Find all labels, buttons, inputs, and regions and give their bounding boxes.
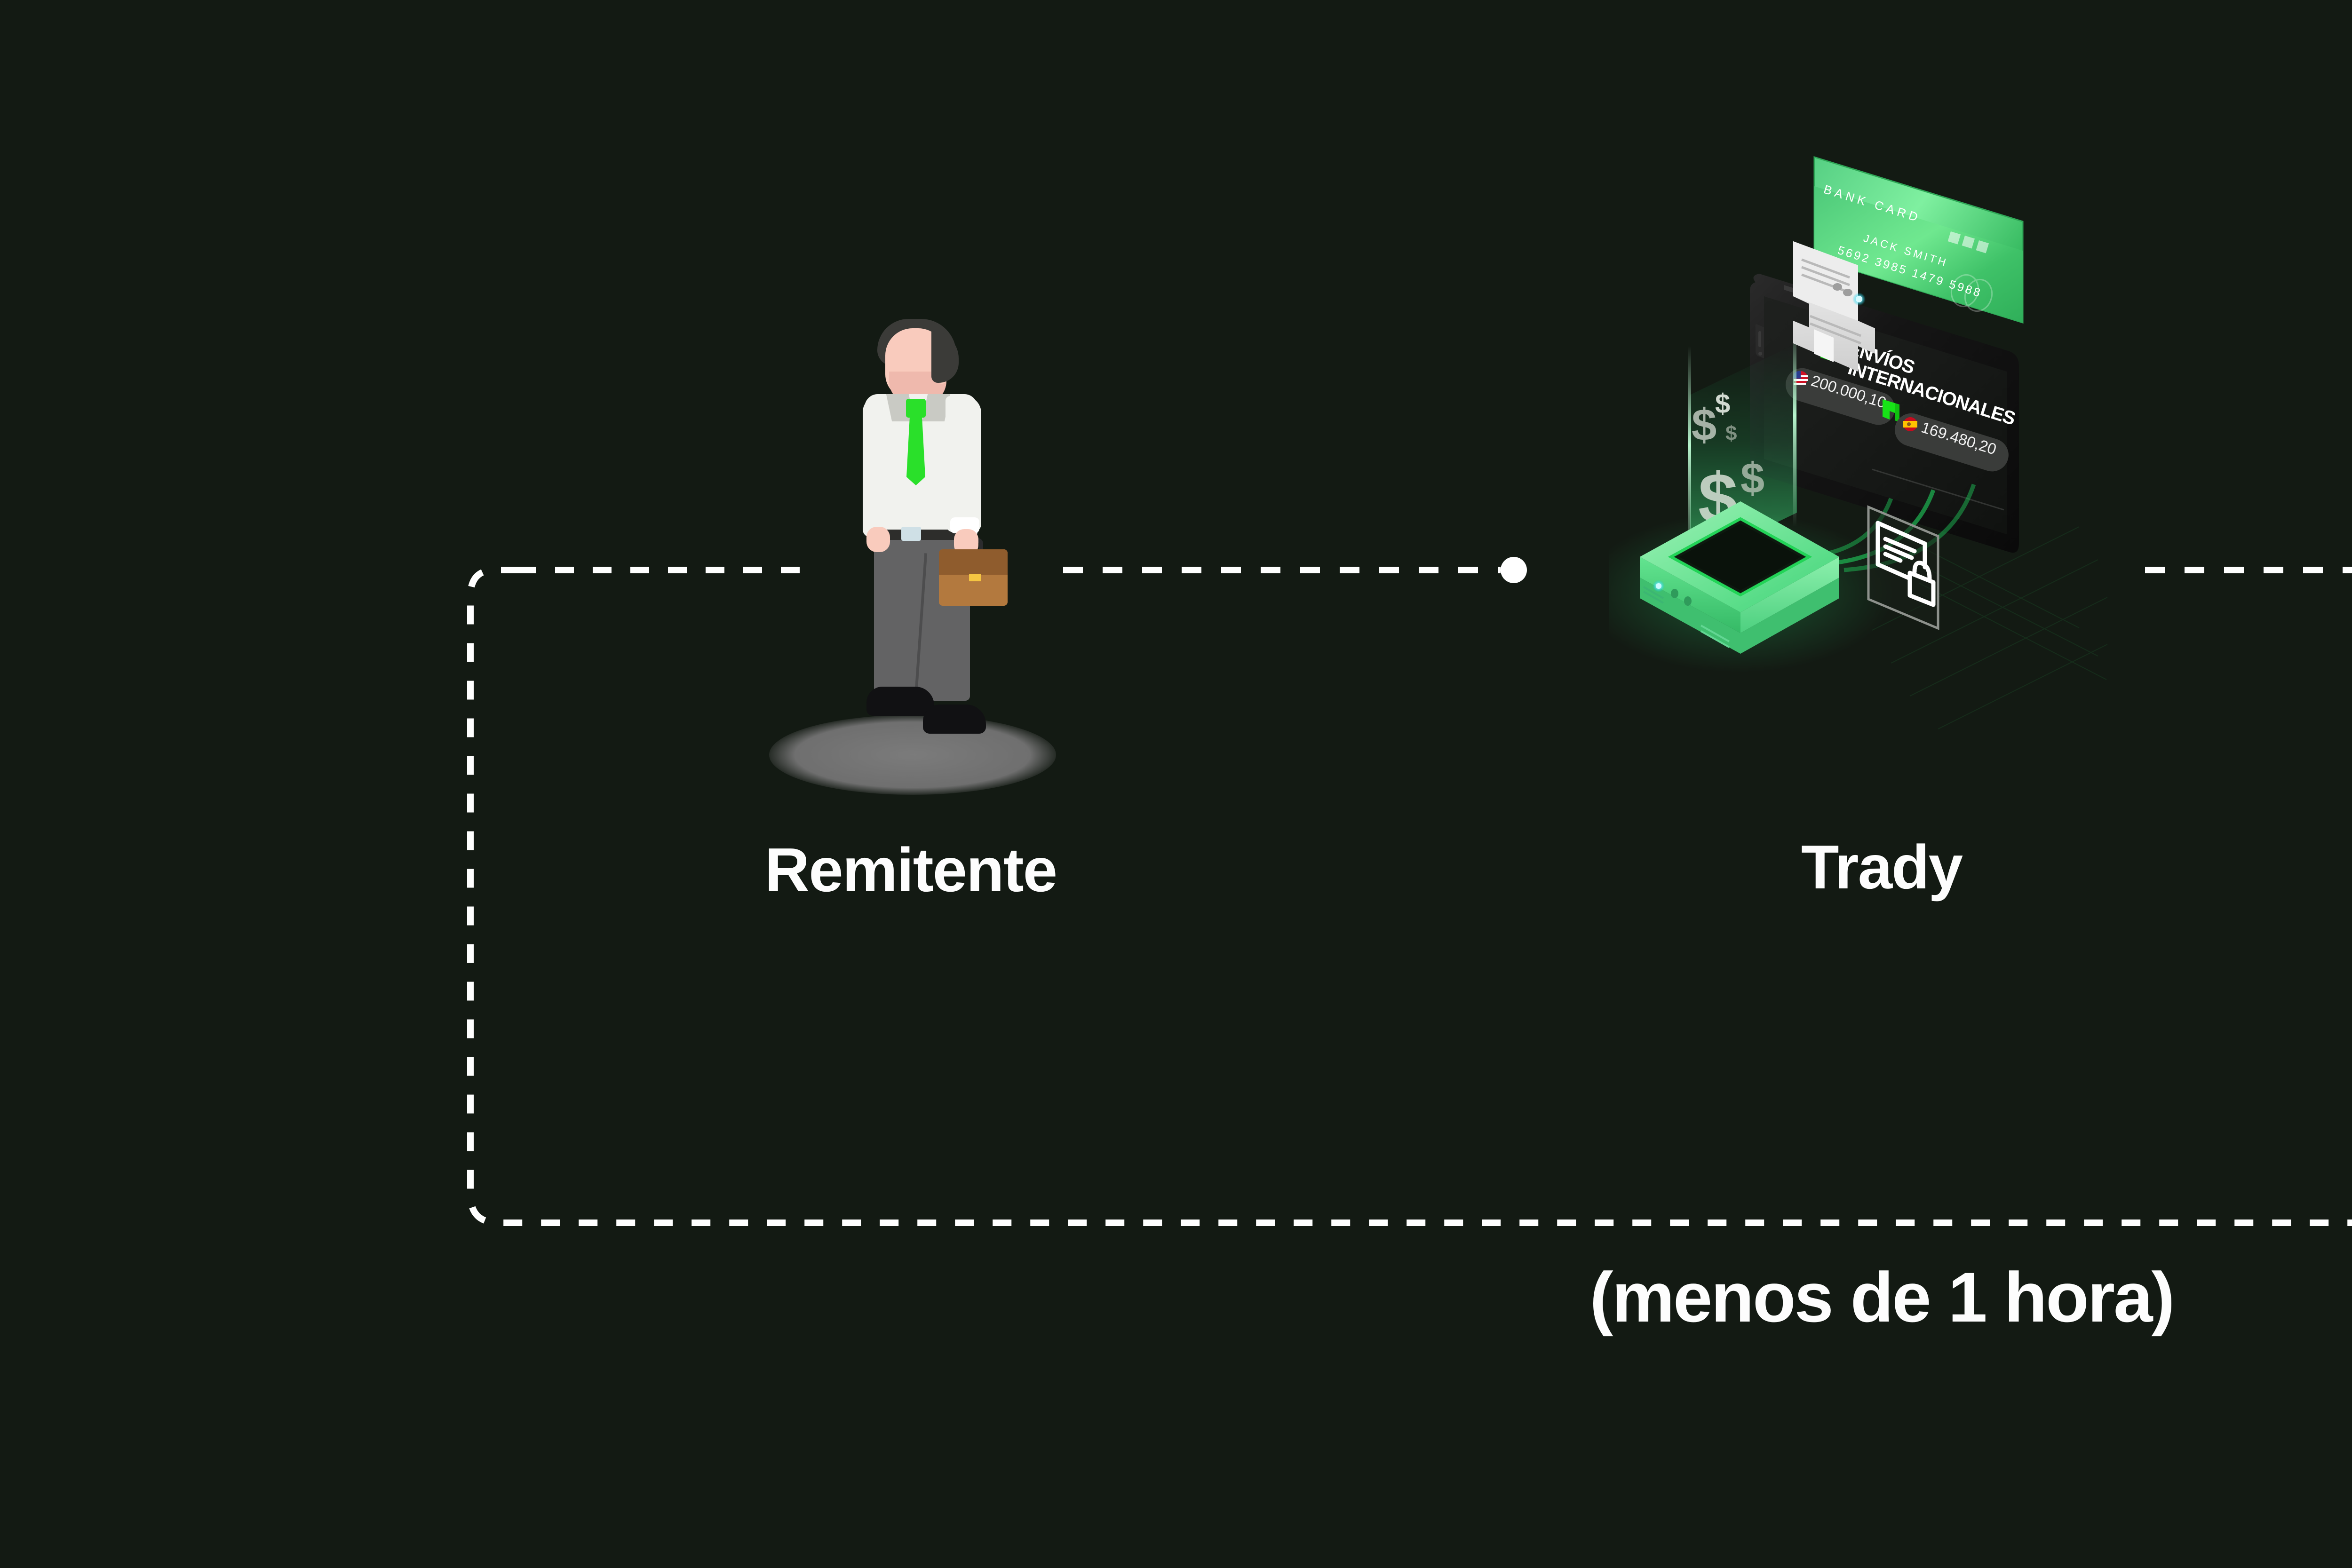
hand-left — [866, 527, 890, 552]
hologram-beam — [1690, 343, 1797, 564]
belt — [873, 530, 970, 540]
svg-text:$: $ — [1725, 422, 1737, 445]
beam-edge-left — [1688, 346, 1691, 567]
diagram-caption: (menos de 1 hora) — [1589, 1258, 2175, 1337]
arm-right — [946, 396, 981, 532]
tie-knot — [906, 399, 926, 418]
bank-card: BANK CARD JACK SMITH 5692 3985 1479 5988 — [1813, 156, 2024, 324]
card-reader-icon — [1793, 241, 1875, 372]
shoe-right — [923, 705, 986, 734]
svg-text:$: $ — [1692, 400, 1716, 450]
briefcase-latch — [969, 574, 981, 581]
target-amount-pill[interactable]: 169.480,20 — [1891, 409, 2013, 475]
svg-text:$: $ — [1715, 388, 1730, 419]
shoe-left — [866, 687, 934, 716]
actor-remitente — [748, 292, 1077, 795]
node-label-trady: Trady — [1801, 832, 1963, 902]
necktie — [906, 415, 925, 485]
beam-edge-right — [1793, 325, 1796, 527]
trady-iso-svg: BANK CARD JACK SMITH 5692 3985 1479 5988 — [1609, 156, 2107, 729]
svg-text:$: $ — [1740, 454, 1764, 502]
es-flag-icon — [1903, 417, 1917, 431]
belt-buckle — [901, 527, 921, 541]
secure-document-lock-icon — [1867, 505, 1939, 630]
briefcase-lid — [939, 549, 1008, 575]
transfer-arrow-icon — [1883, 399, 1899, 422]
hologram-projector-icon — [1640, 501, 1839, 654]
hair-side — [931, 331, 959, 383]
connector-endpoint-dot-left — [1501, 557, 1527, 583]
floor-shadow — [769, 715, 1056, 795]
trady-illustration: BANK CARD JACK SMITH 5692 3985 1479 5988 — [1609, 141, 2107, 800]
node-label-remitente: Remitente — [764, 835, 1057, 904]
